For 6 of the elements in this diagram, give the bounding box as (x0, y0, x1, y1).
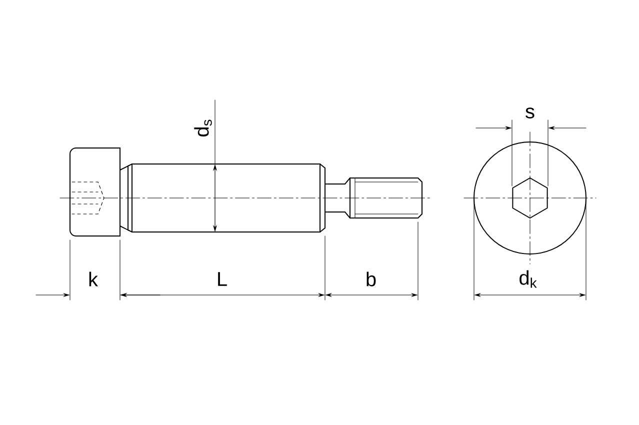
dimension-label: d$_{k}$ (520, 270, 537, 288)
dimension-label: b (366, 272, 376, 286)
dimension-label: s (526, 108, 534, 118)
dimension-label: d$_{s}$ (194, 120, 212, 136)
dimension-label: L (218, 272, 227, 286)
dimension-label: k (89, 272, 98, 286)
